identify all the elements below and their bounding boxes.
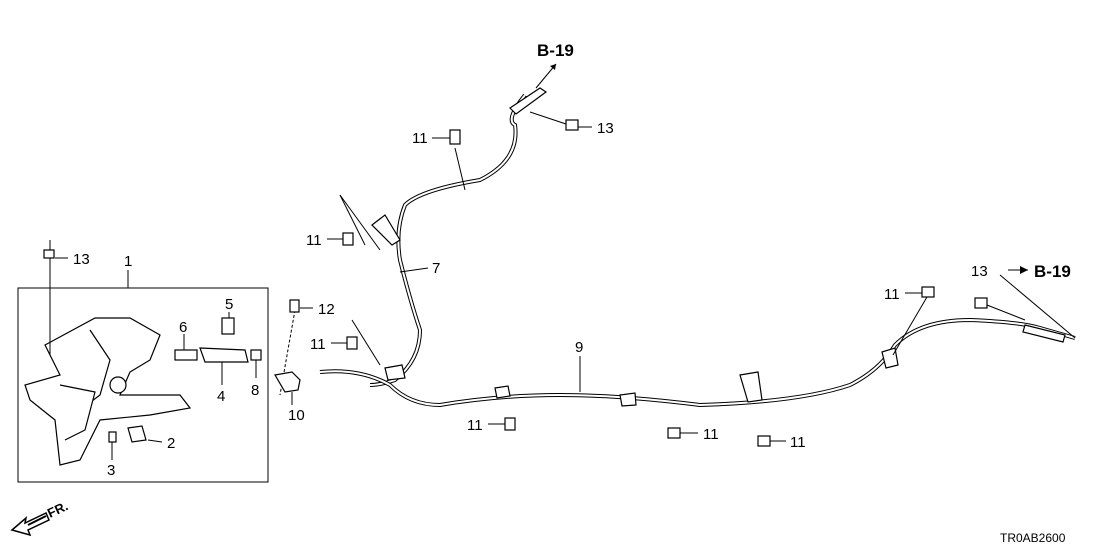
diagram-code: TR0AB2600	[1000, 531, 1066, 545]
part-6-bracket	[174, 349, 198, 361]
callout-11: 11	[412, 130, 428, 147]
bolt-12	[289, 299, 300, 313]
callout-11: 11	[884, 286, 900, 303]
callout-8: 8	[251, 382, 259, 399]
bolt-11-b1	[504, 417, 516, 431]
part-4-switch	[199, 347, 249, 363]
callout-3: 3	[107, 462, 115, 479]
callout-13: 13	[597, 120, 614, 137]
bolt-11-mid	[346, 336, 358, 350]
front-label: FR.	[45, 498, 70, 520]
callout-13: 13	[73, 251, 90, 268]
callout-4: 4	[217, 388, 225, 405]
assembly-box	[17, 287, 269, 483]
callout-7: 7	[432, 260, 440, 277]
part-5-clip	[221, 317, 235, 335]
reference-b19-top[interactable]: B-19	[537, 41, 574, 60]
callout-11: 11	[310, 336, 326, 353]
callout-10: 10	[288, 407, 305, 424]
callout-11: 11	[467, 417, 483, 434]
callout-5: 5	[225, 296, 233, 313]
part-10-equalizer	[274, 371, 301, 393]
bolt-11-right	[921, 286, 935, 298]
part-8-nut	[250, 349, 262, 361]
bolt-11-b3	[757, 435, 771, 447]
callout-13: 13	[971, 263, 988, 280]
part-3-screw	[108, 431, 117, 443]
front-direction-arrow-icon	[10, 511, 50, 537]
bolt-13-top	[565, 119, 579, 131]
cable-7	[339, 63, 557, 387]
bolt-11-b2	[667, 427, 681, 439]
callout-11: 11	[306, 232, 322, 249]
callout-11: 11	[703, 426, 719, 443]
parking-brake-pedal-assembly	[24, 240, 192, 466]
reference-b19-right[interactable]: B-19	[1034, 262, 1071, 281]
callout-9: 9	[575, 339, 583, 356]
part-2-sensor	[127, 425, 147, 443]
callout-11: 11	[790, 434, 806, 451]
cable-9	[319, 317, 1076, 408]
bolt-13-left	[43, 249, 68, 259]
bolt-13-right	[974, 297, 988, 309]
callout-1: 1	[124, 253, 132, 270]
callout-12: 12	[318, 301, 335, 318]
callout-2: 2	[167, 435, 175, 452]
bolt-11-left	[342, 232, 354, 246]
callout-6: 6	[179, 319, 187, 336]
bolt-11-top	[449, 129, 461, 145]
